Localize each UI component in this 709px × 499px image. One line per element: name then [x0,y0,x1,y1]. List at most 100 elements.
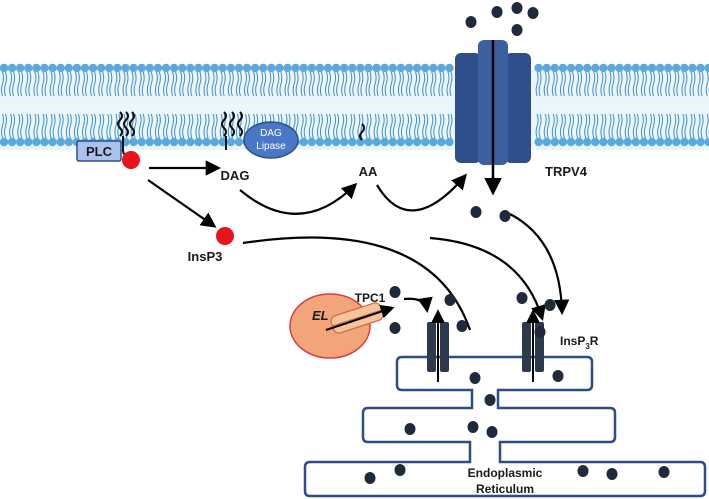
lipid-tail [138,113,145,139]
calcium-ion-icon [465,16,477,28]
lipid-head [574,63,584,73]
lipid-head [48,137,57,147]
lipid-head [647,137,657,147]
lipid-head [704,63,709,73]
lipid-tail [600,71,607,97]
lipid-head [259,63,268,73]
lipid-head [550,137,559,147]
lipid-head [307,63,316,73]
lipid-head [623,137,632,147]
calcium-ion-icon [394,464,406,476]
lipid-tail [82,71,88,97]
lipid-tail [276,71,283,97]
lipid-tail [300,71,307,97]
lipid-tail [446,113,453,139]
lipid-head [696,137,705,147]
lipid-tail [446,71,453,97]
lipid-tail [373,113,380,139]
lipid-tail [284,71,291,97]
lipid-tail [576,113,583,139]
lipid-tail [381,113,388,139]
lipid-head [445,63,454,73]
er-label-2: Reticulum [476,482,534,496]
lipid-tail [154,71,161,97]
lipid-tail [673,113,680,139]
g-protein-dot [122,151,140,169]
calcium-ion-icon [467,421,479,433]
lipid-head [672,137,681,147]
calcium-ion-icon [444,294,456,306]
lipid-tail [57,71,64,97]
lipid-head [129,63,138,73]
lipid-head [429,137,438,147]
lipid-head [574,137,584,147]
lipid-tail [705,113,709,139]
lipid-head [412,137,422,147]
lipid-head [315,137,325,147]
lipid-tail [73,113,80,139]
lipid-head [80,63,90,73]
lipid-head [704,137,709,147]
lipid-tail [114,71,121,97]
lipid-head [32,63,41,73]
lipid-tail [163,113,169,139]
lipid-head [688,137,697,147]
lipid-tail [17,71,24,97]
lipid-head [566,63,576,73]
lipid-head [291,63,300,73]
lipid-tail [689,71,696,97]
lipid-tail [163,71,169,97]
lipid-head [607,137,616,147]
lipid-head [202,137,211,147]
lipid-tail [551,113,558,139]
lipid-tail [57,113,64,139]
lipid-head [202,63,211,73]
aa-lipid-icon [359,123,365,141]
lipid-tail [389,113,396,139]
calcium-ion-icon [534,326,546,338]
lipid-tail [252,71,259,97]
lipid-tail [41,113,48,139]
lipid-head [356,137,365,147]
lipid-head [178,63,187,73]
calcium-ion-icon [389,286,401,298]
lipid-tail [171,113,178,139]
calcium-ion-icon [404,423,416,435]
trpv4-channel [455,40,531,196]
lipid-head [226,137,235,147]
lipid-tail [616,113,623,139]
calcium-ion-icon [511,2,523,14]
plc-enzyme: PLC [76,140,122,162]
lipid-tail [65,113,72,139]
lipid-head [137,63,146,73]
lipid-head [340,137,349,147]
lipid-head [599,63,608,73]
lipid-tail [414,113,421,139]
lipid-tail [325,113,331,139]
lipid-head [121,63,130,73]
lipid-head [348,137,357,147]
dag-lipase-label-2: Lipase [256,141,286,152]
lipid-tail [559,71,566,97]
membrane-top-tails [1,71,709,97]
tpc1-label: TPC1 [355,291,386,305]
lipid-tail [649,71,655,97]
lipid-head [153,137,163,147]
lipid-tail [154,113,161,139]
calcium-ion-icon [552,370,564,382]
lipid-head [437,63,446,73]
lipid-head [145,137,154,147]
lipid-head [186,137,195,147]
lipid-tail [49,71,56,97]
lipid-tail [106,71,113,97]
lipid-tail [551,71,558,97]
calcium-ion-icon [389,322,401,334]
lipid-head [234,63,244,73]
lipid-head [299,137,308,147]
calcium-ion-icon [544,299,556,311]
lipid-head [364,63,373,73]
calcium-ion-icon [577,465,589,477]
lipid-head [623,63,632,73]
lipid-head [267,63,276,73]
lipid-tail [697,71,704,97]
